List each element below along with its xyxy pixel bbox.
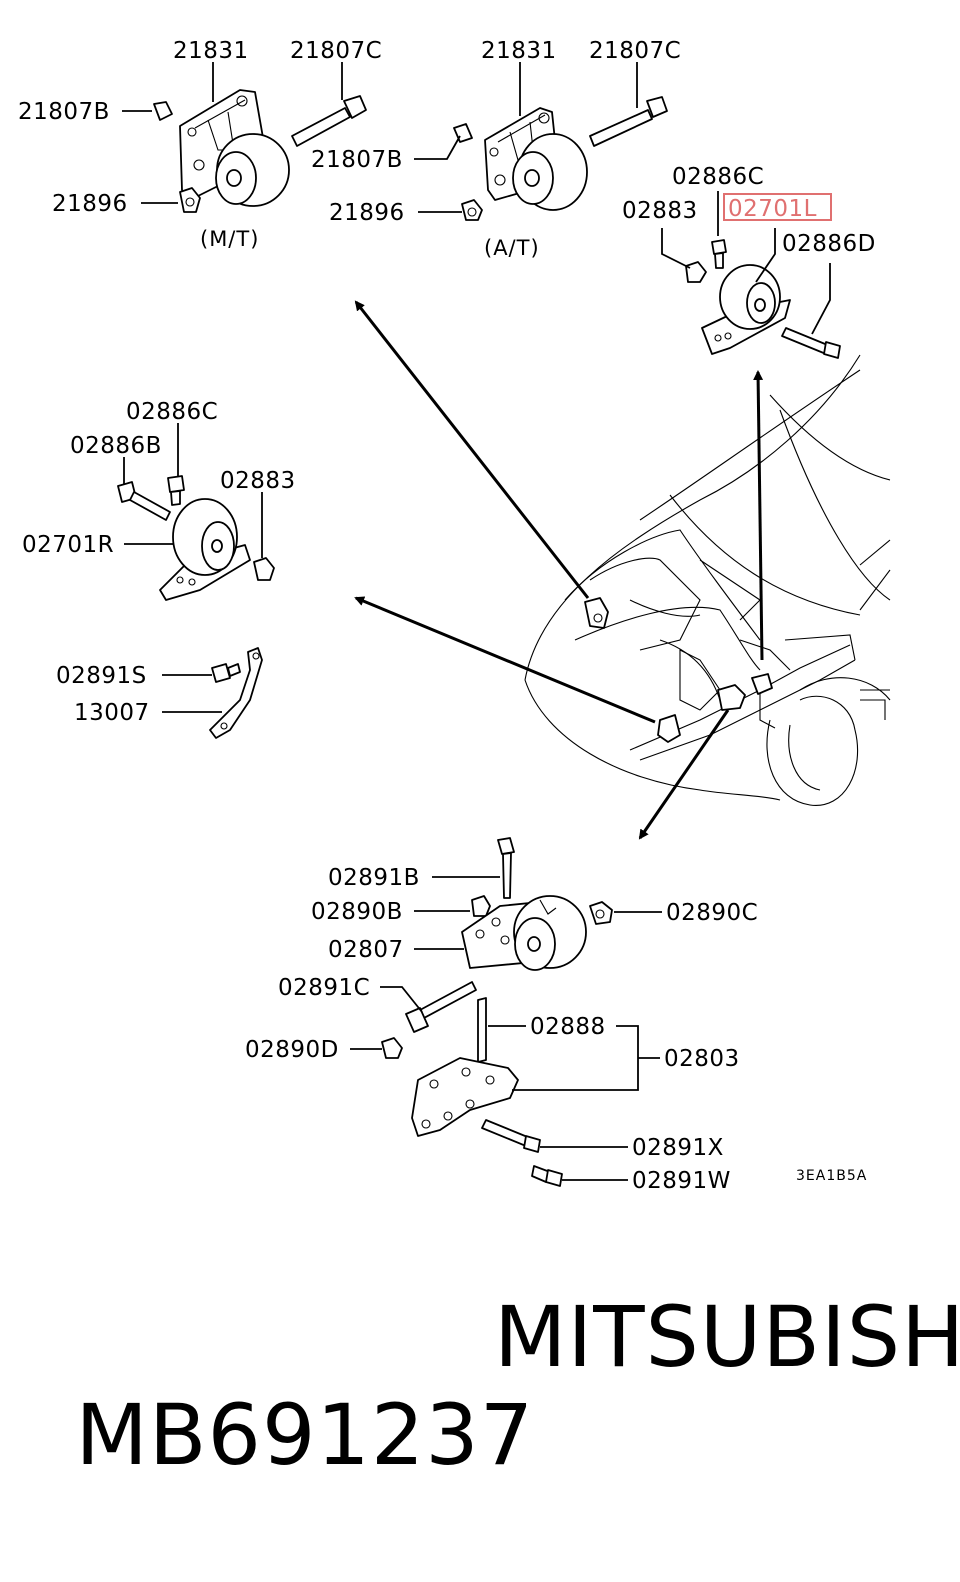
- label-02888: 02888: [530, 1014, 606, 1040]
- bolt-02891w: [531, 1165, 563, 1187]
- label-02883-left: 02883: [622, 198, 698, 224]
- label-13007: 13007: [74, 700, 150, 726]
- bolt-02891x: [481, 1119, 541, 1153]
- diagram-code: 3EA1B5A: [796, 1168, 867, 1184]
- stud-02888: [477, 997, 487, 1063]
- vehicle-body-outline: [524, 354, 891, 806]
- engine-mount-diagram: 21831 21807C 21807B 21896 (M/T): [18, 38, 891, 1194]
- nut-02890c: [589, 901, 613, 925]
- label-21807c-at: 21807C: [589, 38, 681, 64]
- bolt-02886b: [117, 481, 171, 521]
- label-variant-at: (A/T): [484, 236, 540, 260]
- bolt-02886c-left: [711, 239, 727, 269]
- label-variant-mt: (M/T): [200, 227, 259, 251]
- left-mount-group: 02886C 02883 02701L 02886D: [622, 164, 876, 359]
- label-02890d: 02890D: [245, 1037, 339, 1063]
- nut-02883-left: [685, 261, 707, 283]
- nut-02883-right: [253, 557, 275, 581]
- nut-21896-mt: [179, 187, 201, 213]
- mount-bracket-21831-at: [484, 107, 588, 211]
- label-21807c-mt: 21807C: [290, 38, 382, 64]
- bracket-13007: [209, 647, 263, 739]
- label-02701l: 02701L: [728, 196, 817, 222]
- at-mount-group: 21831 21807C 21807B 21896 (A/T): [311, 38, 681, 260]
- bolt-02886c-right: [167, 475, 185, 506]
- label-21807b-at: 21807B: [311, 147, 403, 173]
- label-02807: 02807: [328, 937, 404, 963]
- label-02883-right: 02883: [220, 468, 296, 494]
- label-02891s: 02891S: [56, 663, 147, 689]
- right-mount-group: 02886C 02886B 02883 02701R: [22, 399, 296, 601]
- callout-arrows: [354, 300, 764, 840]
- label-02890b: 02890B: [311, 899, 403, 925]
- label-02886b: 02886B: [70, 433, 162, 459]
- label-02803: 02803: [664, 1046, 740, 1072]
- label-21807b-mt: 21807B: [18, 99, 110, 125]
- label-02890c: 02890C: [666, 900, 758, 926]
- label-02891w: 02891W: [632, 1168, 731, 1194]
- bolt-21807b-at: [453, 123, 473, 143]
- bracket-group: 02891S 13007: [56, 647, 263, 739]
- lower-mount-group: 02891B 02890B 02890C 02807 02891C 02888 …: [245, 837, 867, 1194]
- label-02886c-right: 02886C: [126, 399, 218, 425]
- bolt-02886d: [781, 327, 841, 359]
- footer: MB691237 MITSUBISHI: [20, 1288, 960, 1582]
- bolt-02891b: [497, 837, 515, 899]
- footer-part-number: MB691237: [75, 1386, 535, 1484]
- bolt-21807c-mt: [291, 95, 367, 147]
- mount-02701l: [701, 264, 791, 355]
- mount-bracket-21831-mt: [179, 89, 290, 207]
- label-02891c: 02891C: [278, 975, 370, 1001]
- label-21896-mt: 21896: [52, 191, 128, 217]
- label-02886c-left: 02886C: [672, 164, 764, 190]
- mt-mount-group: 21831 21807C 21807B 21896 (M/T): [18, 38, 382, 251]
- bolt-02891c: [405, 981, 477, 1033]
- label-21831-at: 21831: [481, 38, 557, 64]
- label-02891b: 02891B: [328, 865, 420, 891]
- nut-02890b: [471, 895, 491, 917]
- bracket-02803: [411, 1057, 519, 1137]
- nut-21896-at: [461, 199, 483, 221]
- mount-02807: [461, 895, 587, 971]
- label-21831-mt: 21831: [173, 38, 249, 64]
- label-21896-at: 21896: [329, 200, 405, 226]
- bolt-21807c-at: [589, 96, 668, 147]
- label-02701r: 02701R: [22, 532, 114, 558]
- label-02891x: 02891X: [632, 1135, 724, 1161]
- label-02886d: 02886D: [782, 231, 876, 257]
- footer-brand: MITSUBISHI: [494, 1288, 960, 1386]
- bolt-21807b-mt: [153, 101, 173, 121]
- mount-02701r: [159, 498, 251, 601]
- nut-02890d: [381, 1037, 403, 1059]
- bolt-02891s: [211, 663, 241, 683]
- highlight-box-02701l: [723, 193, 832, 221]
